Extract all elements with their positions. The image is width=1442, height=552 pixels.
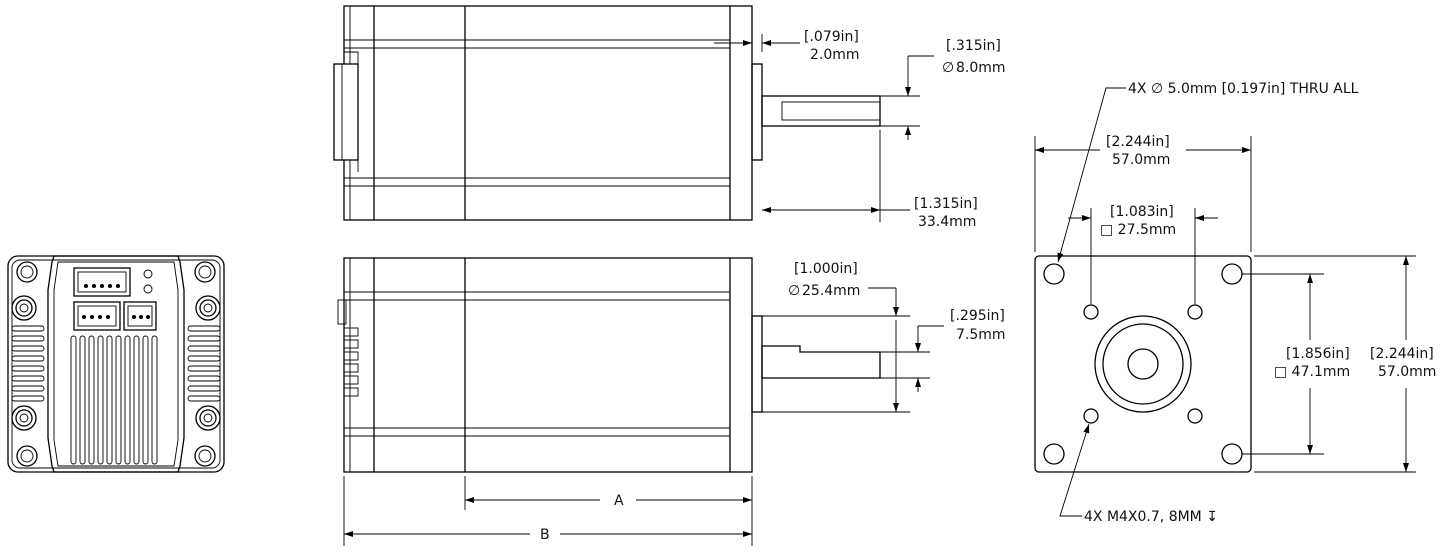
front-width-mm-label: 57.0mm xyxy=(1112,152,1170,168)
shaft-len-in-label: [1.315in] xyxy=(914,196,978,212)
rear-corner-holes xyxy=(16,261,216,467)
rear-connectors xyxy=(73,267,157,331)
front-width-in-label: [2.244in] xyxy=(1106,134,1170,150)
thru-holes-callout: 4X ∅ 5.0mm [0.197in] THRU ALL xyxy=(1128,81,1359,97)
rear-right-fins xyxy=(187,325,221,402)
rear-vertical-fins xyxy=(70,335,158,465)
side-view-bottom xyxy=(337,257,881,473)
shaft-dia-mm-label: 8.0mm xyxy=(956,60,1006,76)
rear-view xyxy=(7,255,225,473)
front-height-mm-label: 57.0mm xyxy=(1378,364,1436,380)
flange-in-label: [.079in] xyxy=(804,29,859,45)
rear-left-fins xyxy=(11,325,45,402)
side-view-top xyxy=(333,5,881,221)
shaft-len-mm-label: 33.4mm xyxy=(918,214,976,230)
bolt-square-in-label: [1.083in] xyxy=(1110,204,1174,220)
dimension-labels: [.079in] 2.0mm [.315in] ∅ 8.0mm [1.315in… xyxy=(540,29,1436,543)
flange-mm-label: 2.0mm xyxy=(810,47,860,63)
mount-square-mm-label: □ 47.1mm xyxy=(1274,364,1350,380)
front-view xyxy=(1034,255,1252,473)
pilot-in-label: [1.000in] xyxy=(794,261,858,277)
shaft-dia-in-label: [.315in] xyxy=(946,38,1001,54)
length-b-label: B xyxy=(540,527,550,543)
length-a-label: A xyxy=(614,493,624,509)
dimension-lines xyxy=(343,34,1416,546)
flat-mm-label: 7.5mm xyxy=(956,327,1006,343)
front-height-in-label: [2.244in] xyxy=(1370,346,1434,362)
bolt-square-mm-label: □ 27.5mm xyxy=(1100,222,1176,238)
mount-square-in-label: [1.856in] xyxy=(1286,346,1350,362)
rear-bolts xyxy=(11,295,221,431)
tapped-holes-callout: 4X M4X0.7, 8MM ↧ xyxy=(1084,509,1218,525)
flat-in-label: [.295in] xyxy=(950,308,1005,324)
diameter-symbol-pilot: ∅ xyxy=(788,283,800,299)
diameter-symbol-top: ∅ xyxy=(942,60,954,76)
side-bottom-fins xyxy=(337,299,359,397)
pilot-mm-label: 25.4mm xyxy=(802,283,860,299)
